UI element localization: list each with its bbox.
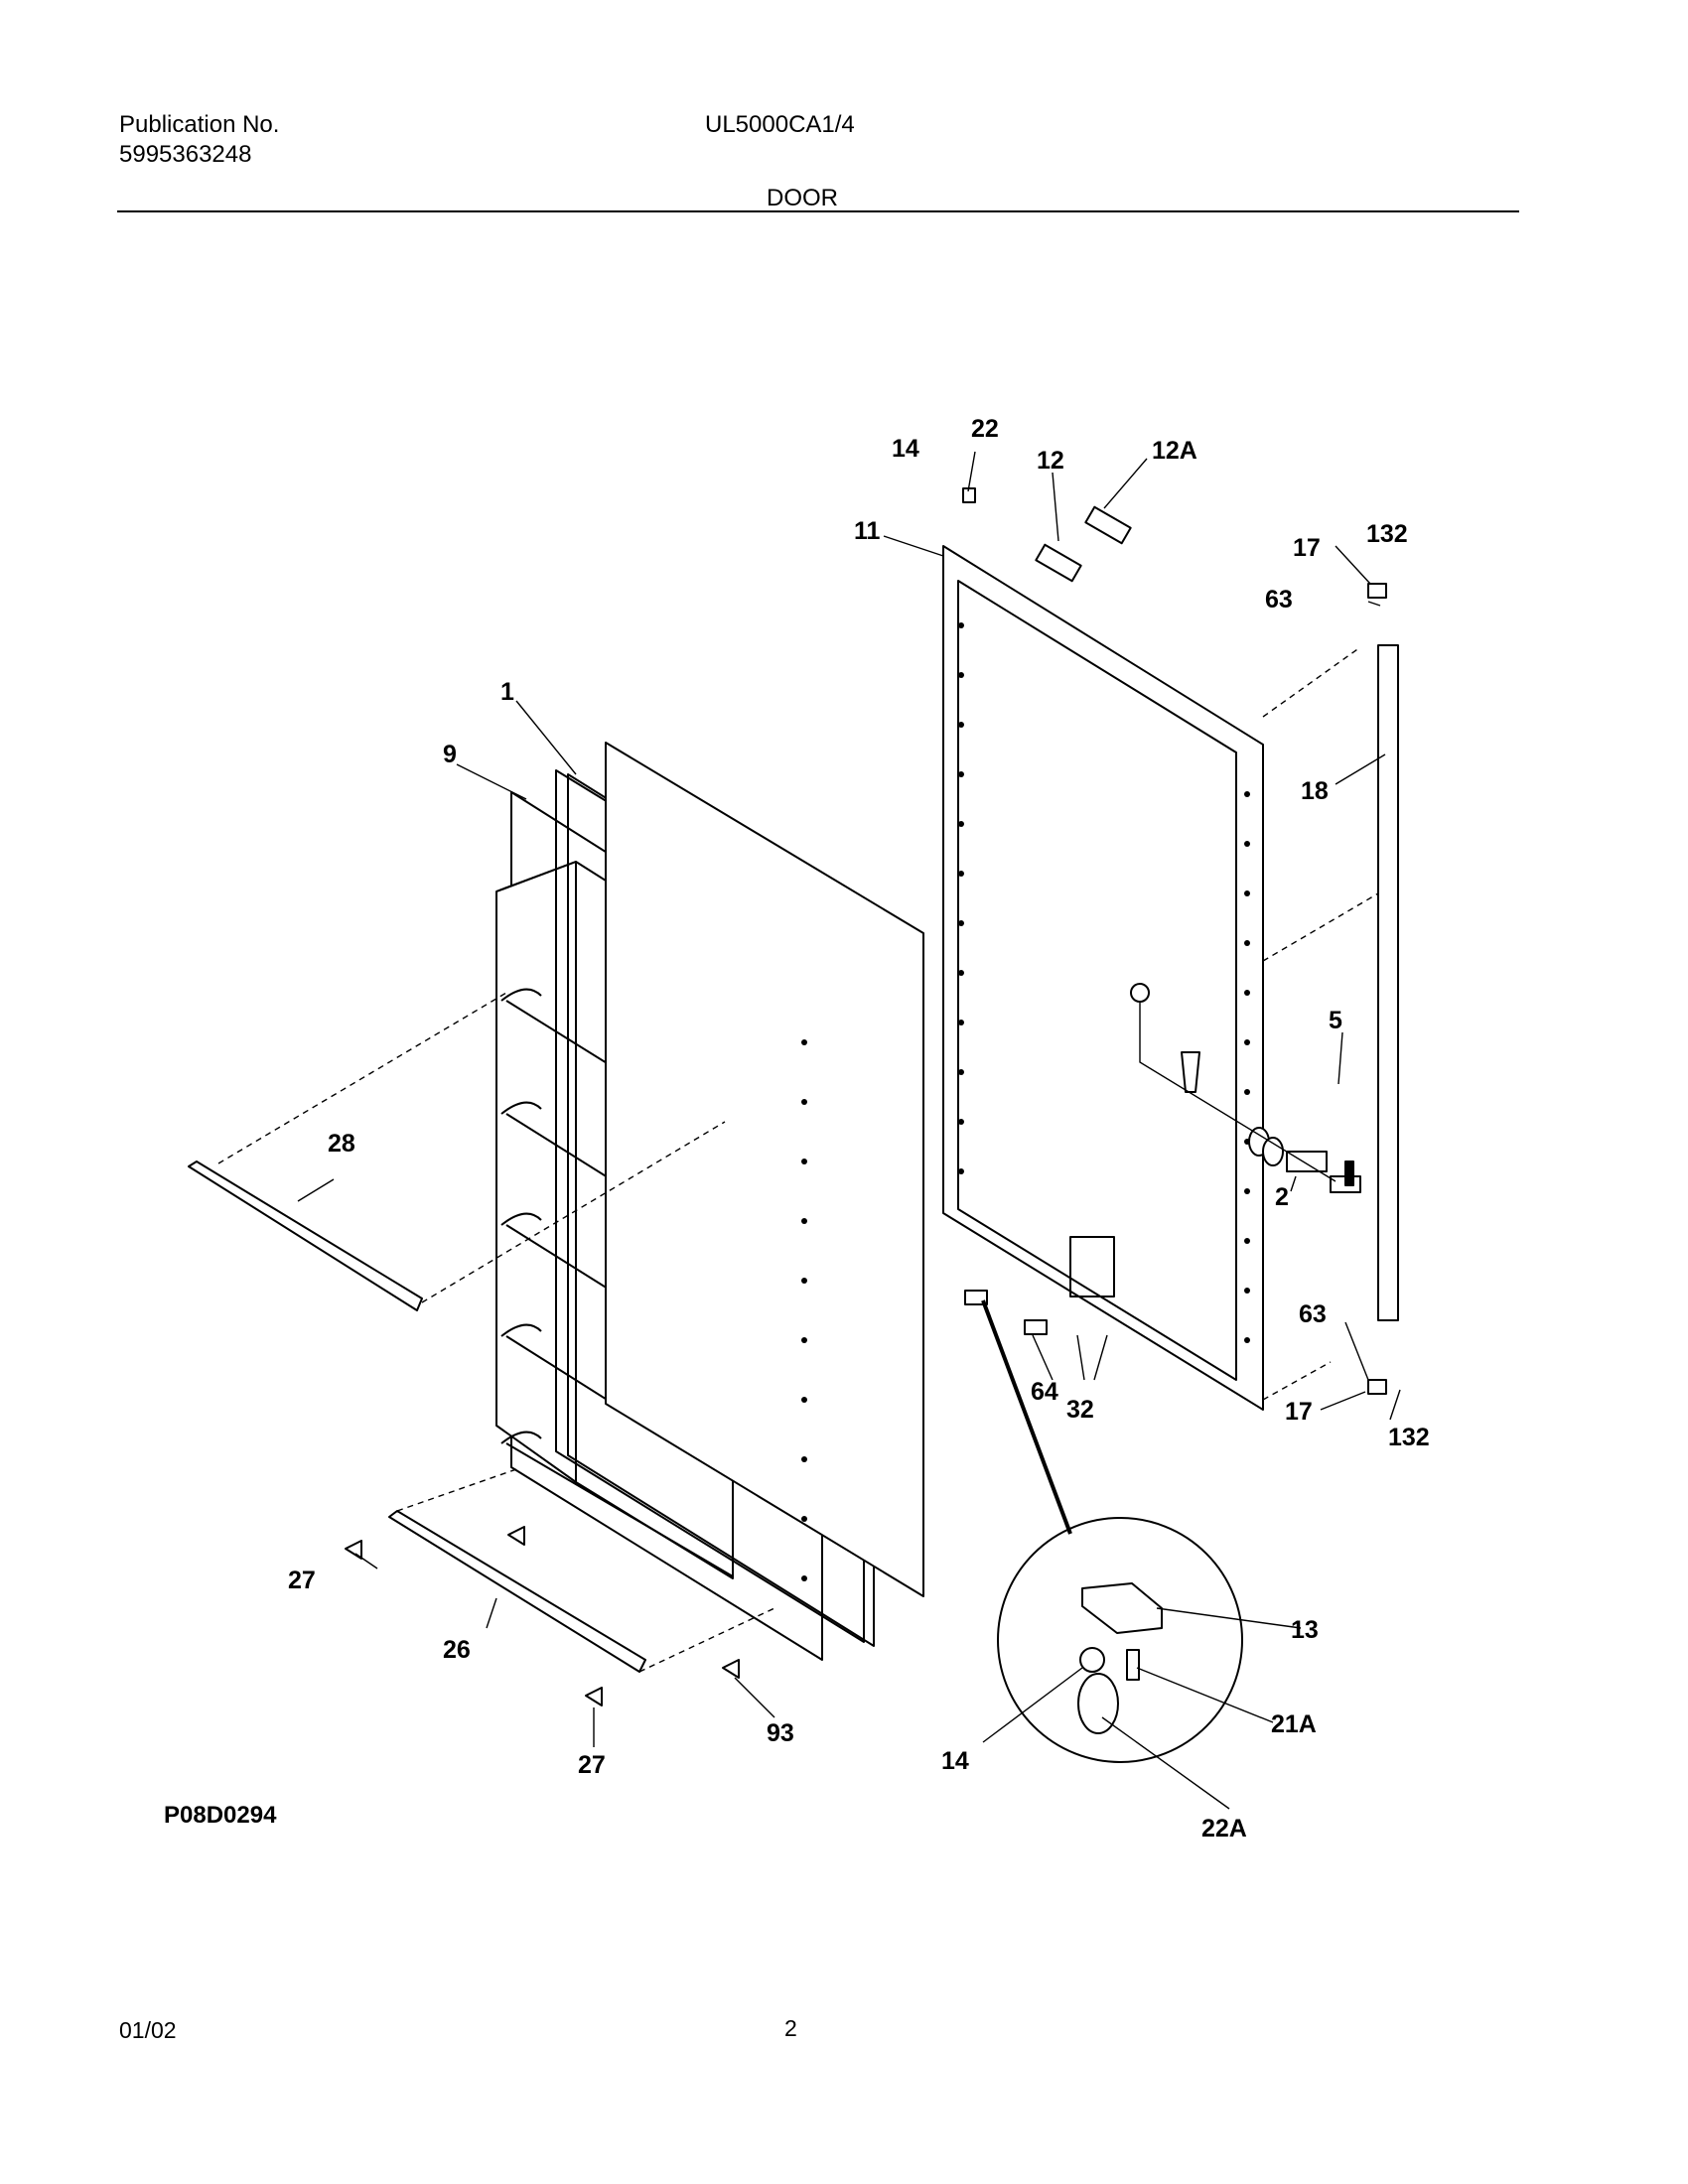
callout-28: 28 xyxy=(328,1130,355,1158)
callout-22a: 22A xyxy=(1201,1815,1247,1843)
callout-132-bottom: 132 xyxy=(1388,1424,1430,1451)
callout-17-top: 17 xyxy=(1293,534,1321,562)
callout-14-detail: 14 xyxy=(941,1747,969,1775)
callout-9: 9 xyxy=(443,741,457,768)
callout-18: 18 xyxy=(1301,777,1329,805)
publication-label: Publication No. xyxy=(119,111,280,138)
label-plate-12 xyxy=(1035,543,1082,583)
callout-14-top: 14 xyxy=(892,435,919,463)
hinge-block-17-bottom xyxy=(1367,1379,1387,1395)
screw-panel xyxy=(507,1526,525,1546)
callout-13: 13 xyxy=(1291,1616,1319,1644)
detail-screw-21a xyxy=(1126,1649,1140,1681)
model-number: UL5000CA1/4 xyxy=(705,111,855,138)
callout-93: 93 xyxy=(767,1719,794,1747)
callout-132-top: 132 xyxy=(1366,520,1408,548)
callout-26: 26 xyxy=(443,1636,471,1664)
footer-date: 01/02 xyxy=(119,2017,177,2043)
callout-27-left: 27 xyxy=(288,1567,316,1594)
outer-door-shell xyxy=(942,545,1361,1411)
callout-11: 11 xyxy=(854,517,881,545)
callout-17-bottom: 17 xyxy=(1285,1398,1313,1426)
figure-code: P08D0294 xyxy=(164,1802,277,1829)
callout-2: 2 xyxy=(1275,1183,1289,1211)
screw-part-27-bottom xyxy=(585,1687,603,1706)
callout-21a: 21A xyxy=(1271,1710,1317,1738)
callout-1: 1 xyxy=(500,678,514,706)
callout-32: 32 xyxy=(1066,1396,1094,1424)
callout-22-top: 22 xyxy=(971,415,999,443)
detail-circle xyxy=(997,1517,1243,1763)
top-trim xyxy=(188,1160,423,1311)
page-number: 2 xyxy=(784,2015,797,2041)
callout-63-bottom: 63 xyxy=(1299,1300,1327,1328)
callout-64: 64 xyxy=(1031,1378,1058,1406)
callout-12a: 12A xyxy=(1152,437,1197,465)
publication-number: 5995363248 xyxy=(119,141,252,168)
hinge-block-17-top xyxy=(1367,583,1387,599)
screw-part-27-left xyxy=(345,1540,362,1560)
detail-bracket-13 xyxy=(1081,1582,1163,1634)
bracket-64-small xyxy=(1024,1319,1048,1335)
section-title: DOOR xyxy=(767,185,838,211)
screw-part-93 xyxy=(722,1659,740,1679)
screw-part-22-top xyxy=(962,487,976,503)
bottom-trim xyxy=(388,1510,646,1673)
detail-plug-22a xyxy=(1077,1673,1119,1734)
header-rule xyxy=(117,210,1519,212)
callout-27-bottom: 27 xyxy=(578,1751,606,1779)
callout-63-top: 63 xyxy=(1265,586,1293,614)
detail-washer-14 xyxy=(1079,1647,1105,1673)
callout-12: 12 xyxy=(1037,447,1064,475)
callout-5: 5 xyxy=(1329,1007,1342,1034)
label-plate-12a xyxy=(1084,505,1132,545)
bracket-13-small xyxy=(964,1290,988,1305)
foam-panel xyxy=(605,742,924,1597)
hinge-bar xyxy=(1377,644,1399,1321)
